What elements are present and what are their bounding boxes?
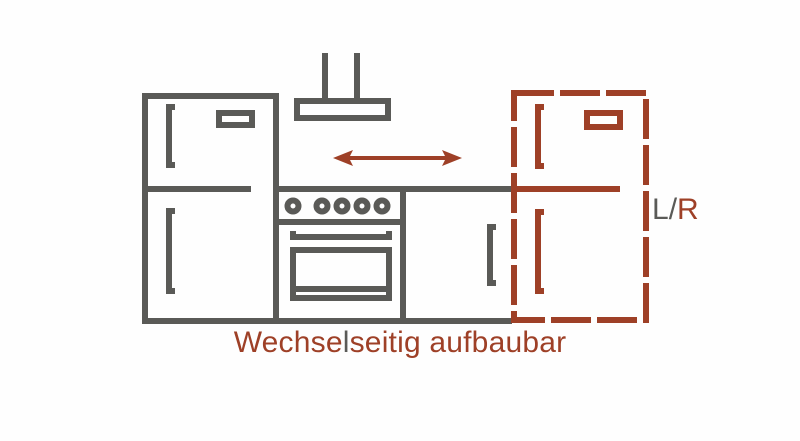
- double-arrow-icon: [333, 150, 462, 166]
- cabinet-handle-icon: [487, 224, 496, 286]
- caption-highlight: l: [342, 326, 350, 359]
- side-label: L/R: [652, 193, 699, 227]
- fridge-left-icon: [142, 93, 279, 324]
- extractor-hood-icon: [294, 53, 391, 121]
- caption: Wechselseitig aufbaubar: [0, 326, 800, 360]
- side-label-slash: /: [668, 193, 678, 226]
- fridge-right-dashed-icon: [511, 90, 649, 323]
- caption-part1: Wechse: [233, 326, 343, 359]
- caption-part2: seitig aufbaubar: [349, 326, 567, 359]
- side-label-left: L: [652, 193, 669, 226]
- side-label-right: R: [677, 193, 699, 226]
- stove-icon: [279, 189, 406, 321]
